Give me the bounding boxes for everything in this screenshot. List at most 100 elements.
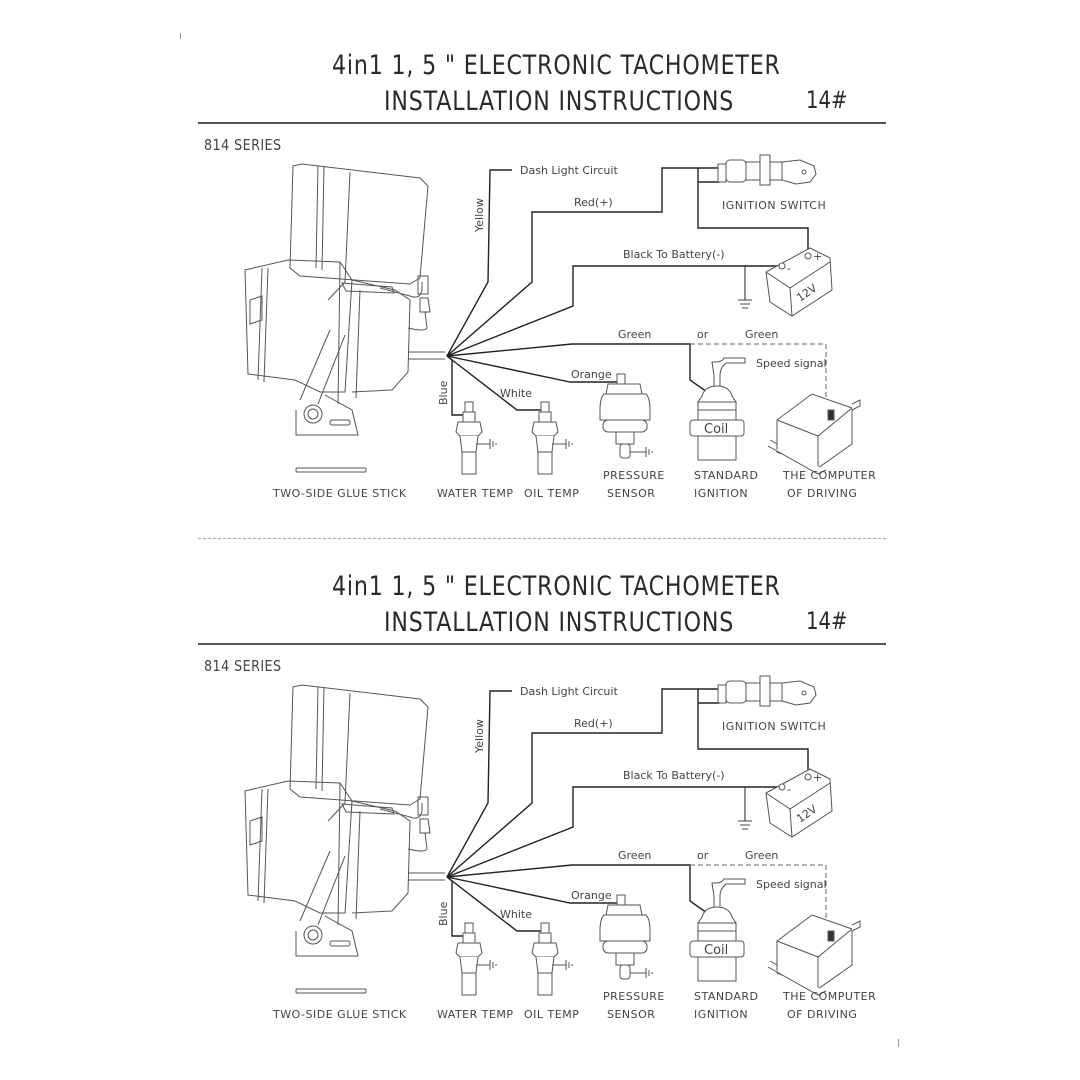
wire-green-alt-dashed	[690, 864, 827, 939]
tachometer-gauge-drawing	[244, 684, 445, 994]
glue-stick-label: TWO-SIDE GLUE STICK	[272, 487, 407, 500]
wire-label-yellow: Yellow	[473, 719, 486, 754]
standard-ignition-label-1: STANDARD	[694, 990, 759, 1003]
oil-temp-label: OIL TEMP	[524, 1008, 579, 1021]
series-label: 814 SERIES	[204, 136, 282, 154]
tachometer-gauge-drawing	[244, 163, 445, 473]
battery-icon	[765, 247, 833, 317]
title-line-1: 4in1 1, 5 " ELECTRONIC TACHOMETER	[332, 571, 781, 602]
wire-yellow	[446, 690, 512, 878]
oil-temp-sensor-icon	[531, 922, 573, 996]
wire-label-green: Green	[618, 328, 651, 341]
wire-black	[446, 265, 782, 357]
wire-label-red: Red(+)	[574, 196, 613, 209]
wire-orange	[446, 355, 618, 383]
ground-icon	[738, 820, 752, 830]
title-line-2: INSTALLATION INSTRUCTIONS	[384, 86, 735, 117]
battery-minus-label: -	[787, 262, 791, 275]
wire-label-orange: Orange	[571, 368, 612, 381]
wire-label-black: Black To Battery(-)	[623, 769, 725, 782]
oil-temp-label: OIL TEMP	[524, 487, 579, 500]
instruction-sheet-top: 4in1 1, 5 " ELECTRONIC TACHOMETER INSTAL…	[0, 0, 1080, 520]
scan-mark-top	[180, 33, 181, 39]
cut-line-divider	[198, 538, 886, 539]
battery-minus-label: -	[787, 783, 791, 796]
wire-green-alt-dashed	[690, 343, 827, 418]
driving-computer-icon	[767, 393, 861, 475]
instruction-sheet-bottom: 4in1 1, 5 " ELECTRONIC TACHOMETER INSTAL…	[0, 521, 1080, 1041]
wire-white	[446, 876, 543, 932]
wire-label-speed-signal: Speed signal	[756, 878, 827, 891]
wire-label-black: Black To Battery(-)	[623, 248, 725, 261]
wire-label-green-alt: Green	[745, 328, 778, 341]
header-rule	[198, 643, 886, 645]
wire-label-green: Green	[618, 849, 651, 862]
wire-label-blue: Blue	[437, 380, 450, 405]
ignition-switch-label: IGNITION SWITCH	[722, 720, 826, 733]
oil-temp-sensor-icon	[531, 401, 573, 475]
pressure-sensor-label-2: SENSOR	[607, 487, 655, 500]
pressure-sensor-icon	[599, 373, 653, 459]
battery-plus-label: +	[813, 771, 822, 784]
standard-ignition-label-2: IGNITION	[694, 1008, 748, 1021]
computer-label-2: OF DRIVING	[787, 1008, 857, 1021]
pressure-sensor-label-1: PRESSURE	[603, 469, 665, 482]
wiring-diagram: Coil Yellow Dash Light Circuit Red(+) Bl…	[244, 154, 876, 500]
wiring-harness	[446, 167, 809, 416]
model-code: 14#	[806, 607, 848, 635]
wire-yellow	[446, 169, 512, 357]
wire-label-white: White	[500, 387, 532, 400]
water-temp-sensor-icon	[455, 401, 497, 475]
wire-label-or: or	[697, 849, 709, 862]
wire-red	[446, 688, 718, 878]
coil-label: Coil	[704, 943, 728, 958]
ignition-coil-icon	[689, 878, 746, 982]
battery-plus-label: +	[813, 250, 822, 263]
glue-stick-label: TWO-SIDE GLUE STICK	[272, 1008, 407, 1021]
wire-label-green-alt: Green	[745, 849, 778, 862]
standard-ignition-label-2: IGNITION	[694, 487, 748, 500]
water-temp-label: WATER TEMP	[437, 1008, 514, 1021]
model-code: 14#	[806, 86, 848, 114]
wire-black	[446, 786, 782, 878]
driving-computer-icon	[767, 914, 861, 996]
water-temp-sensor-icon	[455, 922, 497, 996]
pressure-sensor-label-2: SENSOR	[607, 1008, 655, 1021]
header-rule	[198, 122, 886, 124]
ground-icon	[738, 299, 752, 309]
wire-label-dash-light: Dash Light Circuit	[520, 685, 618, 698]
wire-label-red: Red(+)	[574, 717, 613, 730]
wire-blue	[446, 876, 467, 937]
ignition-switch-icon	[717, 154, 817, 186]
computer-label-1: THE COMPUTER	[782, 469, 876, 482]
title-line-1: 4in1 1, 5 " ELECTRONIC TACHOMETER	[332, 50, 781, 81]
title-line-2: INSTALLATION INSTRUCTIONS	[384, 607, 735, 638]
standard-ignition-label-1: STANDARD	[694, 469, 759, 482]
ignition-switch-label: IGNITION SWITCH	[722, 199, 826, 212]
computer-label-2: OF DRIVING	[787, 487, 857, 500]
wire-label-orange: Orange	[571, 889, 612, 902]
pressure-sensor-label-1: PRESSURE	[603, 990, 665, 1003]
wire-ignition-to-battery	[697, 689, 809, 774]
series-label: 814 SERIES	[204, 657, 282, 675]
battery-icon	[765, 768, 833, 838]
wire-orange	[446, 876, 618, 904]
wire-blue	[446, 355, 467, 416]
wire-red	[446, 167, 718, 357]
pressure-sensor-icon	[599, 894, 653, 980]
wire-label-speed-signal: Speed signal	[756, 357, 827, 370]
wire-ignition-to-battery	[697, 168, 809, 253]
coil-label: Coil	[704, 422, 728, 437]
ignition-coil-icon	[689, 357, 746, 461]
wire-label-dash-light: Dash Light Circuit	[520, 164, 618, 177]
wire-label-or: or	[697, 328, 709, 341]
computer-label-1: THE COMPUTER	[782, 990, 876, 1003]
wiring-harness	[446, 688, 809, 937]
ignition-switch-icon	[717, 675, 817, 707]
scan-mark-bottom	[898, 1039, 899, 1047]
water-temp-label: WATER TEMP	[437, 487, 514, 500]
wiring-diagram: Coil Yellow Dash Light Circuit Red(+) Bl…	[244, 675, 876, 1021]
wire-label-yellow: Yellow	[473, 198, 486, 233]
wire-white	[446, 355, 543, 411]
wire-label-blue: Blue	[437, 901, 450, 926]
